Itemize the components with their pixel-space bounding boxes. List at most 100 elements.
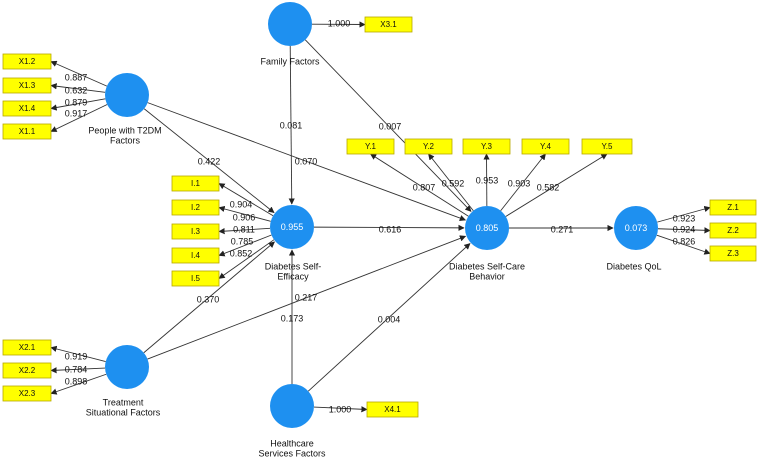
r-squared-efficacy: 0.955 bbox=[281, 222, 304, 232]
outer-loading-y-1: 0.807 bbox=[413, 182, 436, 192]
latent-node-behavior[interactable] bbox=[465, 206, 509, 250]
indicator-box-z-3[interactable] bbox=[709, 245, 757, 262]
indicator-box-y-4[interactable] bbox=[521, 138, 570, 155]
latent-node-qol[interactable] bbox=[614, 206, 658, 250]
r-squared-behavior: 0.805 bbox=[476, 223, 499, 233]
indicator-label-y-3: Y.3 bbox=[481, 142, 493, 151]
outer-loading-z-3: 0.826 bbox=[673, 236, 696, 246]
outer-loading-x1-3: 0.632 bbox=[65, 85, 88, 95]
path-treatment-to-efficacy bbox=[143, 241, 275, 354]
latent-label-people: People with T2DM bbox=[88, 125, 161, 135]
path-coefficient-efficacy-behavior: 0.616 bbox=[379, 224, 402, 234]
indicator-label-i-5: I.5 bbox=[191, 274, 200, 283]
latent-label-treatment: Treatment bbox=[103, 397, 144, 407]
loading-arrow-i-2 bbox=[218, 205, 271, 222]
outer-loading-y-2: 0.592 bbox=[442, 178, 465, 188]
loading-arrow-z-1 bbox=[657, 205, 711, 223]
latent-node-health[interactable] bbox=[270, 384, 314, 428]
outer-loading-i-3: 0.811 bbox=[233, 224, 255, 234]
path-coefficient-family-efficacy: 0.081 bbox=[280, 120, 303, 130]
path-coefficient-treatment-behavior: 0.217 bbox=[295, 292, 318, 302]
path-coefficient-health-behavior: 0.004 bbox=[378, 314, 401, 324]
loading-arrow-x2-2 bbox=[50, 367, 106, 374]
outer-loading-y-3: 0.953 bbox=[476, 175, 499, 185]
indicator-label-y-4: Y.4 bbox=[540, 142, 552, 151]
outer-loading-x2-1: 0.919 bbox=[65, 351, 88, 361]
latent-label-behavior: Diabetes Self-Care bbox=[449, 261, 525, 271]
indicator-box-z-2[interactable] bbox=[709, 222, 757, 239]
path-people-to-efficacy bbox=[143, 108, 275, 214]
path-health-to-behavior bbox=[307, 243, 471, 392]
outer-loading-x2-2: 0.784 bbox=[65, 364, 88, 374]
indicator-box-i-4[interactable] bbox=[171, 247, 220, 264]
path-coefficient-treatment-efficacy: 0.370 bbox=[197, 294, 220, 304]
path-treatment-to-behavior bbox=[147, 235, 467, 360]
indicator-box-x1-3[interactable] bbox=[2, 77, 52, 94]
outer-loading-x1-4: 0.879 bbox=[65, 97, 88, 107]
indicator-box-x2-3[interactable] bbox=[2, 385, 52, 402]
indicator-label-y-1: Y.1 bbox=[365, 142, 377, 151]
indicator-box-i-1[interactable] bbox=[171, 175, 220, 192]
outer-loading-i-5: 0.852 bbox=[230, 248, 253, 258]
indicator-box-x1-1[interactable] bbox=[2, 123, 52, 140]
loading-arrow-z-2 bbox=[657, 227, 711, 234]
loading-arrow-x1-2 bbox=[50, 60, 108, 87]
indicator-box-x1-2[interactable] bbox=[2, 53, 52, 70]
indicator-label-y-2: Y.2 bbox=[423, 142, 435, 151]
outer-loading-i-2: 0.906 bbox=[233, 212, 256, 222]
indicator-box-x1-4[interactable] bbox=[2, 100, 52, 117]
indicator-label-x1-4: X1.4 bbox=[19, 104, 36, 113]
path-family-to-efficacy bbox=[288, 45, 295, 205]
indicator-box-x4-1[interactable] bbox=[366, 401, 419, 418]
indicator-box-x3-1[interactable] bbox=[364, 16, 413, 33]
latent-node-people[interactable] bbox=[105, 73, 149, 117]
loading-arrow-x4-1 bbox=[313, 406, 368, 413]
indicator-label-z-2: Z.2 bbox=[727, 226, 739, 235]
path-people-to-behavior bbox=[147, 102, 467, 222]
r-squared-qol: 0.073 bbox=[625, 223, 648, 233]
indicator-box-y-5[interactable] bbox=[581, 138, 633, 155]
outer-loading-i-4: 0.785 bbox=[231, 236, 254, 246]
outer-loading-i-1: 0.904 bbox=[230, 199, 253, 209]
latent-label-efficacy-line2: Efficacy bbox=[277, 271, 309, 281]
indicator-label-x1-2: X1.2 bbox=[19, 57, 36, 66]
outer-loading-z-2: 0.924 bbox=[673, 224, 696, 234]
outer-loading-y-5: 0.582 bbox=[537, 182, 560, 192]
indicator-box-y-1[interactable] bbox=[346, 138, 395, 155]
indicator-label-z-1: Z.1 bbox=[727, 203, 739, 212]
latent-label-people-line2: Factors bbox=[110, 135, 141, 145]
loading-arrow-x1-3 bbox=[50, 83, 106, 93]
indicator-box-x2-1[interactable] bbox=[2, 339, 52, 356]
loading-arrow-y-4 bbox=[500, 153, 546, 212]
indicator-box-i-2[interactable] bbox=[171, 199, 220, 216]
outer-loading-x2-3: 0.898 bbox=[65, 376, 88, 386]
indicator-label-x3-1: X3.1 bbox=[380, 20, 397, 29]
indicator-box-y-3[interactable] bbox=[462, 138, 511, 155]
indicator-box-y-2[interactable] bbox=[404, 138, 453, 155]
outer-loading-x1-1: 0.917 bbox=[65, 108, 88, 118]
loading-arrow-x1-1 bbox=[50, 104, 108, 132]
indicator-label-x2-2: X2.2 bbox=[19, 366, 36, 375]
indicator-box-z-1[interactable] bbox=[709, 199, 757, 216]
loading-arrow-i-5 bbox=[218, 239, 275, 279]
indicator-label-i-2: I.2 bbox=[191, 203, 200, 212]
path-coefficient-people-efficacy: 0.422 bbox=[198, 156, 221, 166]
indicator-label-x1-3: X1.3 bbox=[19, 81, 36, 90]
loading-arrow-x2-3 bbox=[50, 373, 107, 395]
indicator-label-x2-1: X2.1 bbox=[19, 343, 36, 352]
outer-loading-y-4: 0.903 bbox=[508, 178, 531, 188]
path-coefficient-behavior-qol: 0.271 bbox=[551, 224, 574, 234]
indicator-label-x2-3: X2.3 bbox=[19, 389, 36, 398]
indicator-box-i-3[interactable] bbox=[171, 223, 220, 240]
path-coefficient-family-behavior: 0.007 bbox=[379, 121, 402, 131]
indicator-label-i-3: I.3 bbox=[191, 227, 200, 236]
latent-node-efficacy[interactable] bbox=[270, 205, 314, 249]
indicator-box-i-5[interactable] bbox=[171, 270, 220, 287]
latent-node-family[interactable] bbox=[268, 2, 312, 46]
latent-node-treatment[interactable] bbox=[105, 345, 149, 389]
indicator-box-x2-2[interactable] bbox=[2, 362, 52, 379]
loading-arrow-i-3 bbox=[218, 227, 271, 235]
loading-arrow-y-2 bbox=[428, 153, 474, 212]
latent-label-family: Family Factors bbox=[260, 56, 320, 66]
